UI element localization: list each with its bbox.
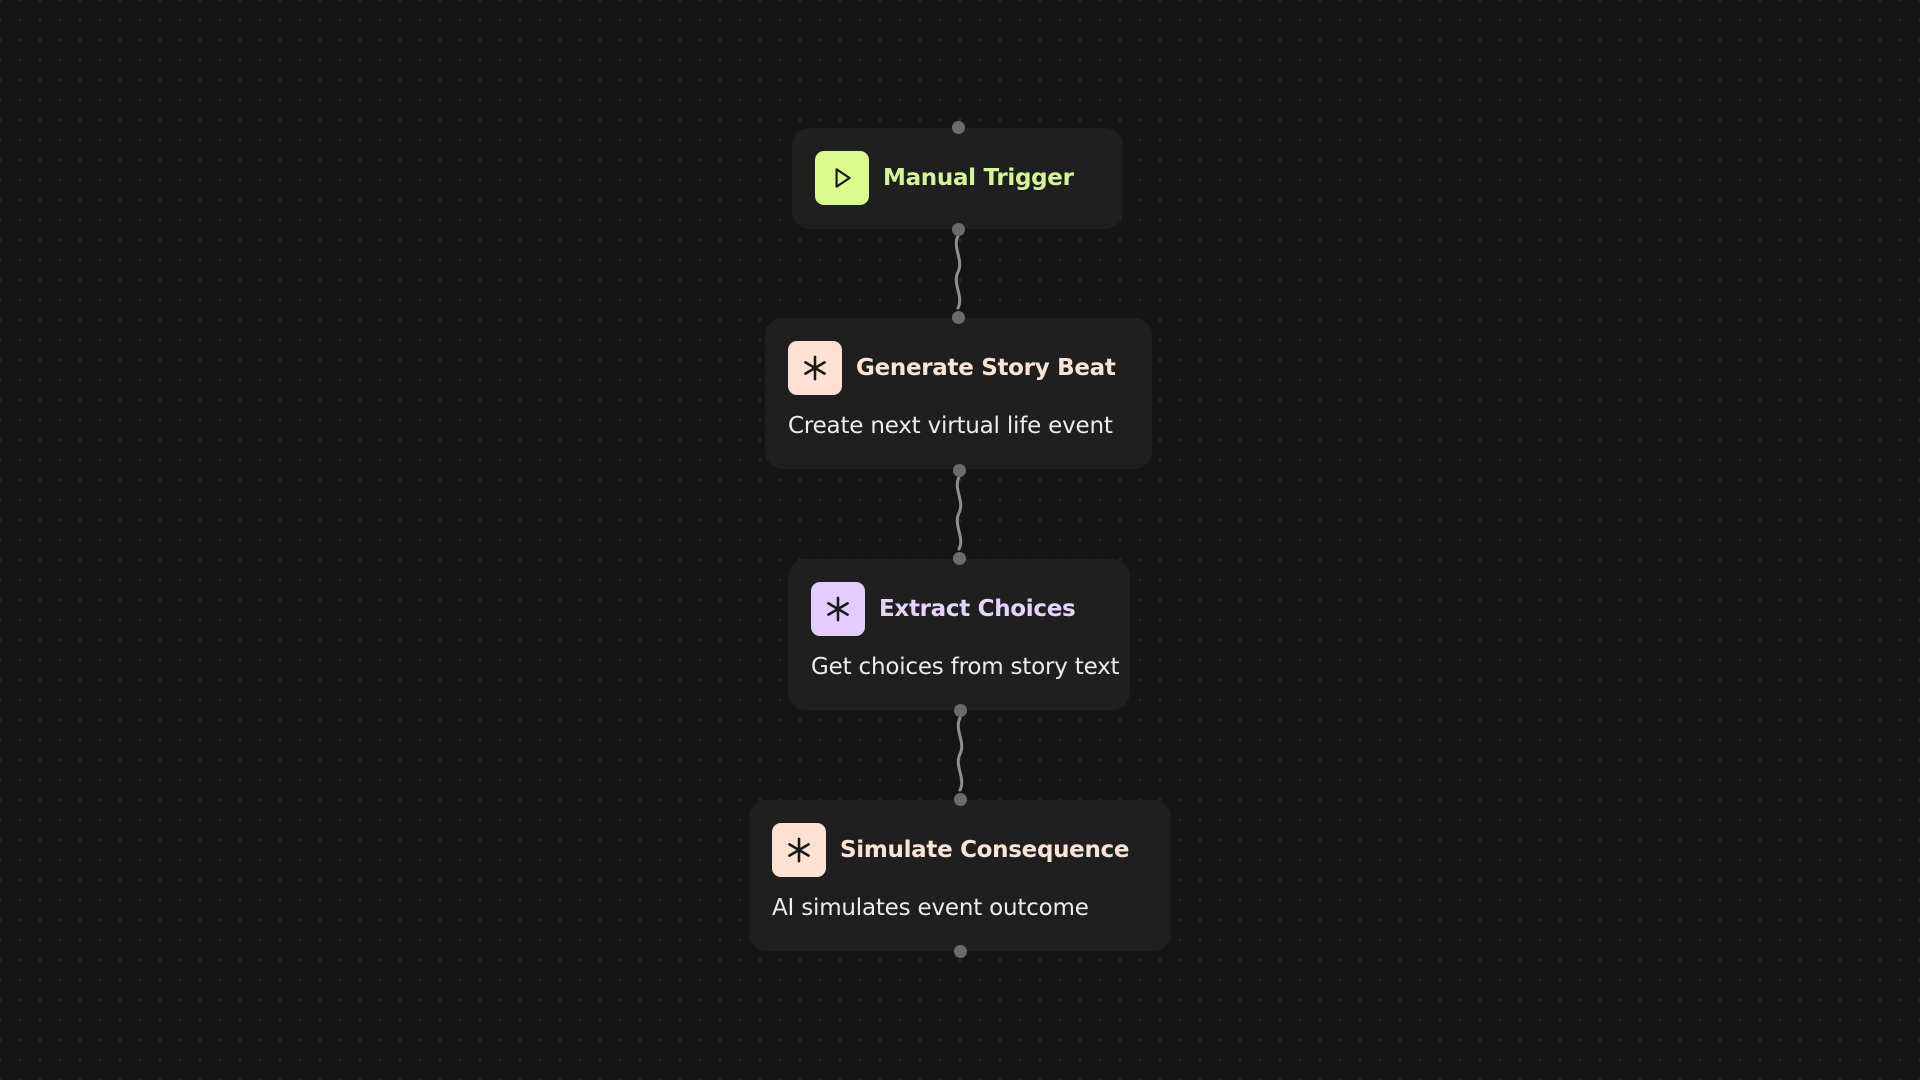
asterisk-sparkle-icon [804, 355, 826, 381]
edge-generate-to-extract[interactable] [955, 475, 963, 551]
node-icon-box [788, 341, 842, 395]
node-title: Extract Choices [879, 596, 1076, 622]
input-handle-simulate-consequence[interactable] [954, 793, 967, 806]
node-title: Manual Trigger [883, 165, 1074, 191]
output-handle-generate-story-beat[interactable] [953, 464, 966, 477]
node-description: AI simulates event outcome [772, 895, 1089, 921]
node-generate-story-beat[interactable]: Generate Story Beat Create next virtual … [765, 318, 1152, 469]
output-handle-simulate-consequence[interactable] [954, 945, 967, 958]
edge-extract-to-simulate[interactable] [956, 716, 964, 792]
input-handle-generate-story-beat[interactable] [952, 311, 965, 324]
edge-trigger-to-generate[interactable] [954, 234, 962, 310]
node-icon-box [815, 151, 869, 205]
node-manual-trigger[interactable]: Manual Trigger [792, 128, 1123, 229]
node-description: Get choices from story text [811, 654, 1120, 680]
node-simulate-consequence[interactable]: Simulate Consequence AI simulates event … [749, 800, 1171, 951]
node-description: Create next virtual life event [788, 413, 1113, 439]
input-handle-extract-choices[interactable] [953, 552, 966, 565]
output-handle-manual-trigger[interactable] [952, 223, 965, 236]
input-handle-manual-trigger[interactable] [952, 121, 965, 134]
node-extract-choices[interactable]: Extract Choices Get choices from story t… [788, 559, 1130, 710]
asterisk-sparkle-icon [788, 837, 810, 863]
node-title: Simulate Consequence [840, 837, 1130, 863]
asterisk-sparkle-icon [827, 596, 849, 622]
output-handle-extract-choices[interactable] [954, 704, 967, 717]
play-icon [835, 168, 851, 188]
node-icon-box [811, 582, 865, 636]
node-icon-box [772, 823, 826, 877]
node-title: Generate Story Beat [856, 355, 1116, 381]
